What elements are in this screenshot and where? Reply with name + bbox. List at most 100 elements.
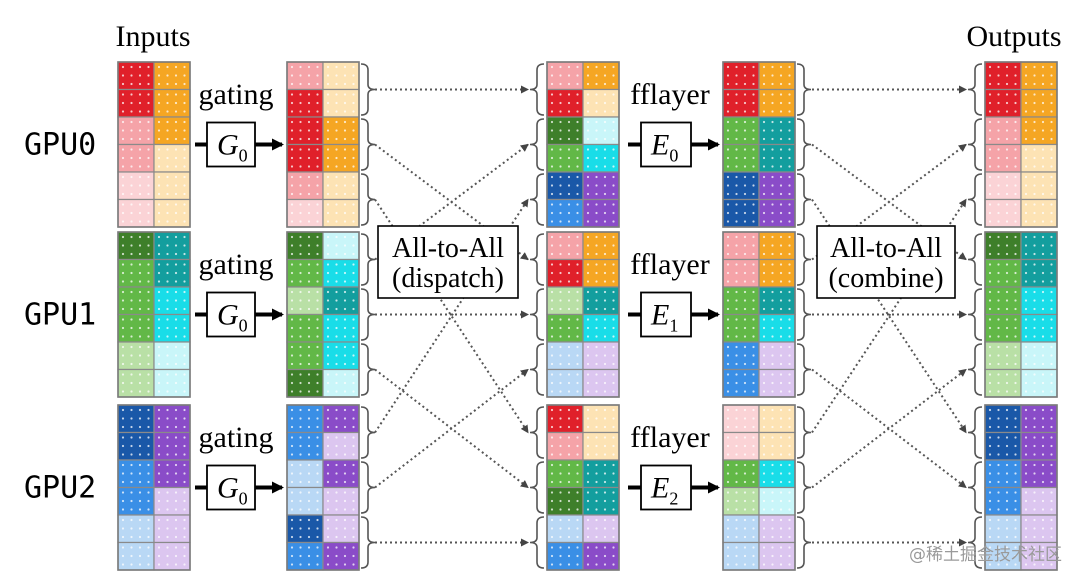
cell-texture [326,408,355,429]
group-brace [360,516,376,569]
cell-texture [290,408,319,429]
cell-texture [988,175,1017,196]
gpu-label-2: GPU2 [24,471,96,506]
cell-texture [550,373,579,393]
cell-texture [726,546,755,566]
cell-texture [586,263,615,283]
cell-texture [988,345,1017,366]
group-brace [796,233,812,286]
cell-texture [762,318,791,338]
cell-texture [121,203,150,223]
group-brace [360,233,376,286]
cell-texture [762,408,791,429]
cell-texture [762,120,791,141]
cell-texture [157,518,186,539]
fflayer-label: fflayer [630,248,709,281]
cell-texture [726,436,755,456]
cell-texture [586,235,615,256]
cell-texture [550,263,579,283]
cell-texture [1024,463,1053,484]
all-to-all-combine-box-subtitle: (combine) [828,263,943,294]
expert-grid-gpu1 [722,231,796,398]
cell-texture [586,373,615,393]
all-to-all-combine-box-title: All-to-All [830,233,942,264]
group-brace [967,233,983,286]
cell-texture [290,436,319,456]
group-brace [796,516,812,569]
group-brace [796,343,812,396]
group-brace [529,461,545,514]
cell-texture [157,408,186,429]
token-route-arrow [374,368,529,489]
group-brace [796,173,812,226]
grid-border [117,61,191,228]
cell-texture [550,318,579,338]
cell-texture [290,175,319,196]
cell-texture [586,290,615,311]
cell-texture [326,373,355,393]
cell-texture [121,491,150,511]
fflayer-label: fflayer [630,421,709,454]
all-to-all-dispatch-box: All-to-All(dispatch) [377,225,519,299]
cell-texture [550,463,579,484]
dispatched-grid-gpu1 [546,231,620,398]
group-brace [967,461,983,514]
cell-texture [988,491,1017,511]
gating-label: gating [199,78,274,111]
cell-texture [157,373,186,393]
cell-texture [326,436,355,456]
cell-texture [586,345,615,366]
cell-texture [121,120,150,141]
cell-texture [290,235,319,256]
cell-texture [726,203,755,223]
cell-texture [586,546,615,566]
cell-texture [550,518,579,539]
gating-label: gating [199,421,274,454]
group-brace [529,118,545,171]
cell-texture [326,518,355,539]
cell-texture [586,491,615,511]
cell-texture [326,263,355,283]
gate-box-1 [206,291,256,338]
cell-texture [762,518,791,539]
cell-texture [121,436,150,456]
grid-border [722,404,796,571]
cell-texture [726,345,755,366]
cell-texture [726,148,755,168]
cell-texture [157,436,186,456]
cell-texture [586,175,615,196]
cell-texture [550,436,579,456]
group-brace [967,343,983,396]
cell-texture [550,345,579,366]
cell-texture [586,408,615,429]
cell-texture [550,491,579,511]
cell-texture [988,436,1017,456]
grid-border [286,404,360,571]
cell-texture [726,93,755,113]
cell-texture [586,436,615,456]
group-brace [967,173,983,226]
cell-texture [1024,65,1053,86]
cell-texture [762,148,791,168]
cell-texture [157,263,186,283]
cell-texture [586,120,615,141]
cell-texture [550,546,579,566]
cell-texture [290,463,319,484]
cell-texture [762,235,791,256]
cell-texture [726,491,755,511]
grid-border [546,231,620,398]
cell-texture [290,518,319,539]
group-brace [796,406,812,459]
inputs-grid-gpu0 [117,61,191,228]
cell-texture [290,120,319,141]
cell-texture [586,93,615,113]
group-brace [360,288,376,341]
cell-texture [1024,373,1053,393]
cell-texture [157,463,186,484]
token-route-arrow [811,368,967,489]
cell-texture [726,373,755,393]
cell-texture [988,93,1017,113]
cell-texture [988,408,1017,429]
cell-texture [290,148,319,168]
diagram-labels: Inputs Outputs @稀土掘金技术社区 All-to-All(disp… [24,20,1062,565]
